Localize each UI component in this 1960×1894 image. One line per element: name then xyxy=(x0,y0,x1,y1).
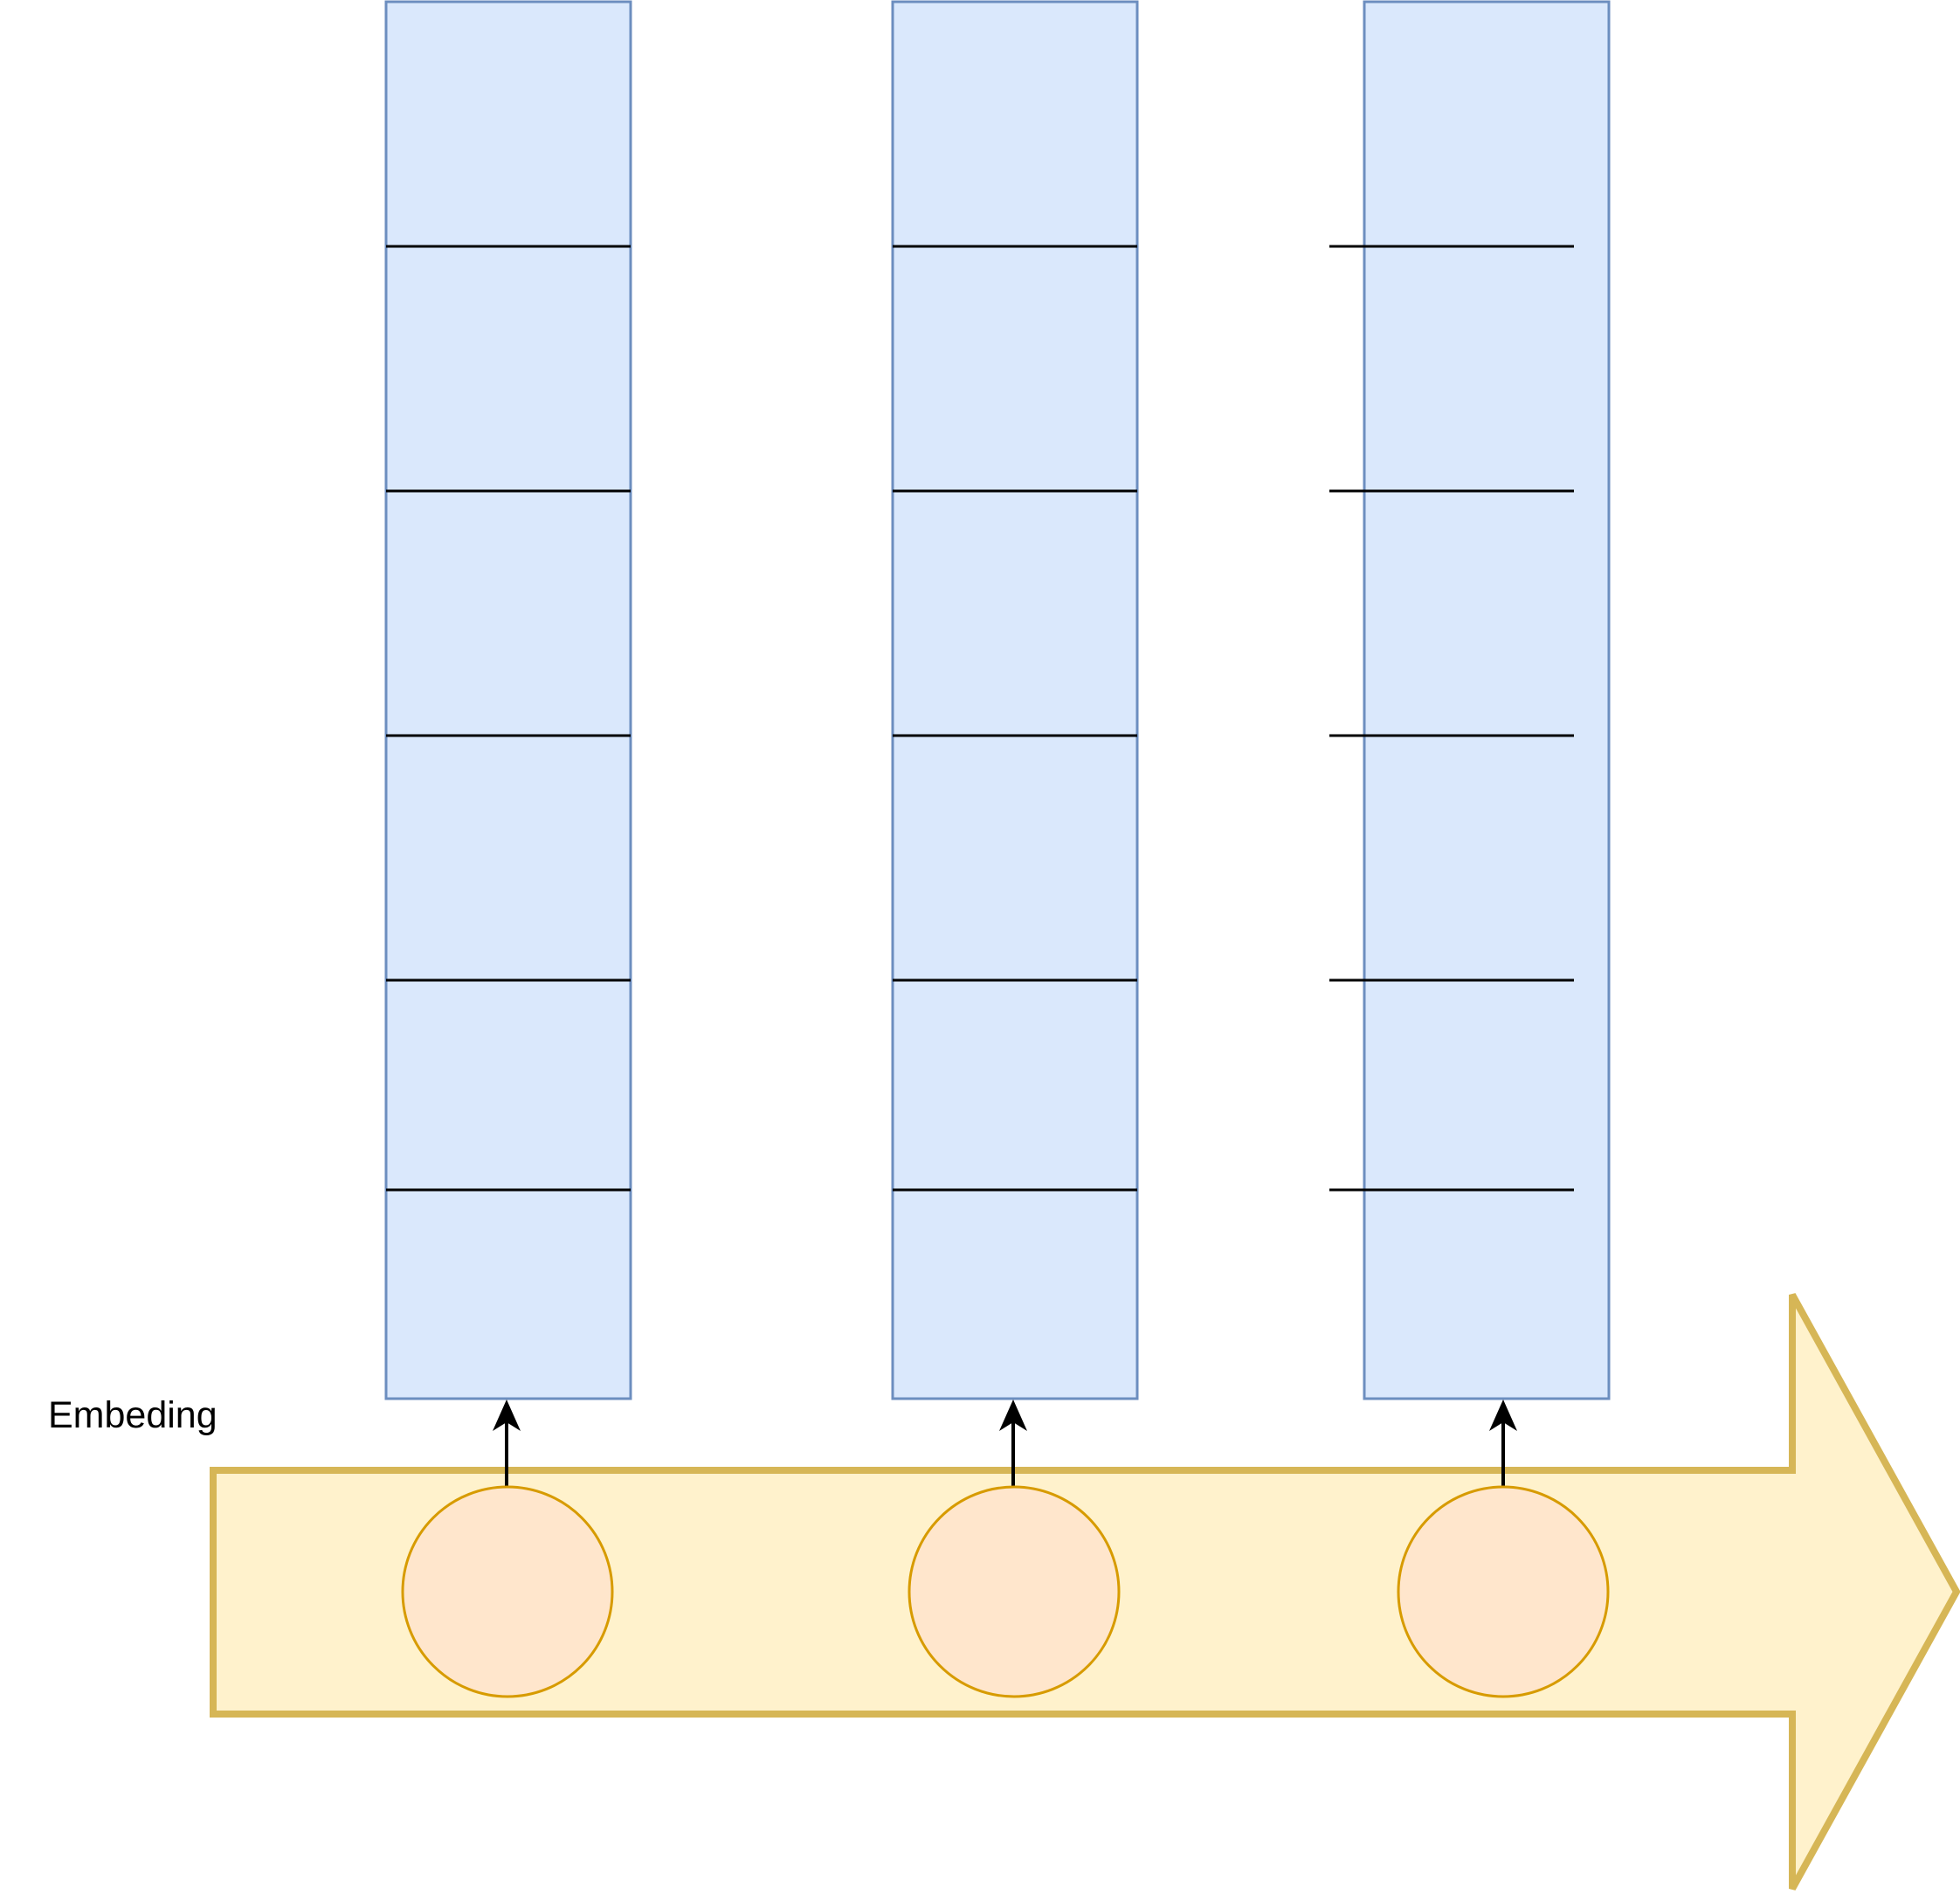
token-arrow-2 xyxy=(999,1400,1027,1487)
arrow-head-icon xyxy=(1489,1400,1517,1431)
token-arrow-3 xyxy=(1489,1400,1517,1487)
vector-box xyxy=(1363,0,1611,1400)
arrow-head-icon xyxy=(999,1400,1027,1431)
vector-column-1 xyxy=(384,0,632,1400)
vector-column-3 xyxy=(1329,0,1611,1400)
vector-box xyxy=(891,0,1139,1400)
token-node-2 xyxy=(908,1485,1121,1698)
arrow-head-icon xyxy=(493,1400,521,1431)
token-arrow-1 xyxy=(493,1400,521,1487)
token-node-1 xyxy=(401,1485,614,1698)
token-node-3 xyxy=(1397,1485,1610,1698)
embedding-label: Embeding xyxy=(48,1394,217,1436)
vector-column-2 xyxy=(891,0,1139,1400)
vector-box xyxy=(384,0,632,1400)
